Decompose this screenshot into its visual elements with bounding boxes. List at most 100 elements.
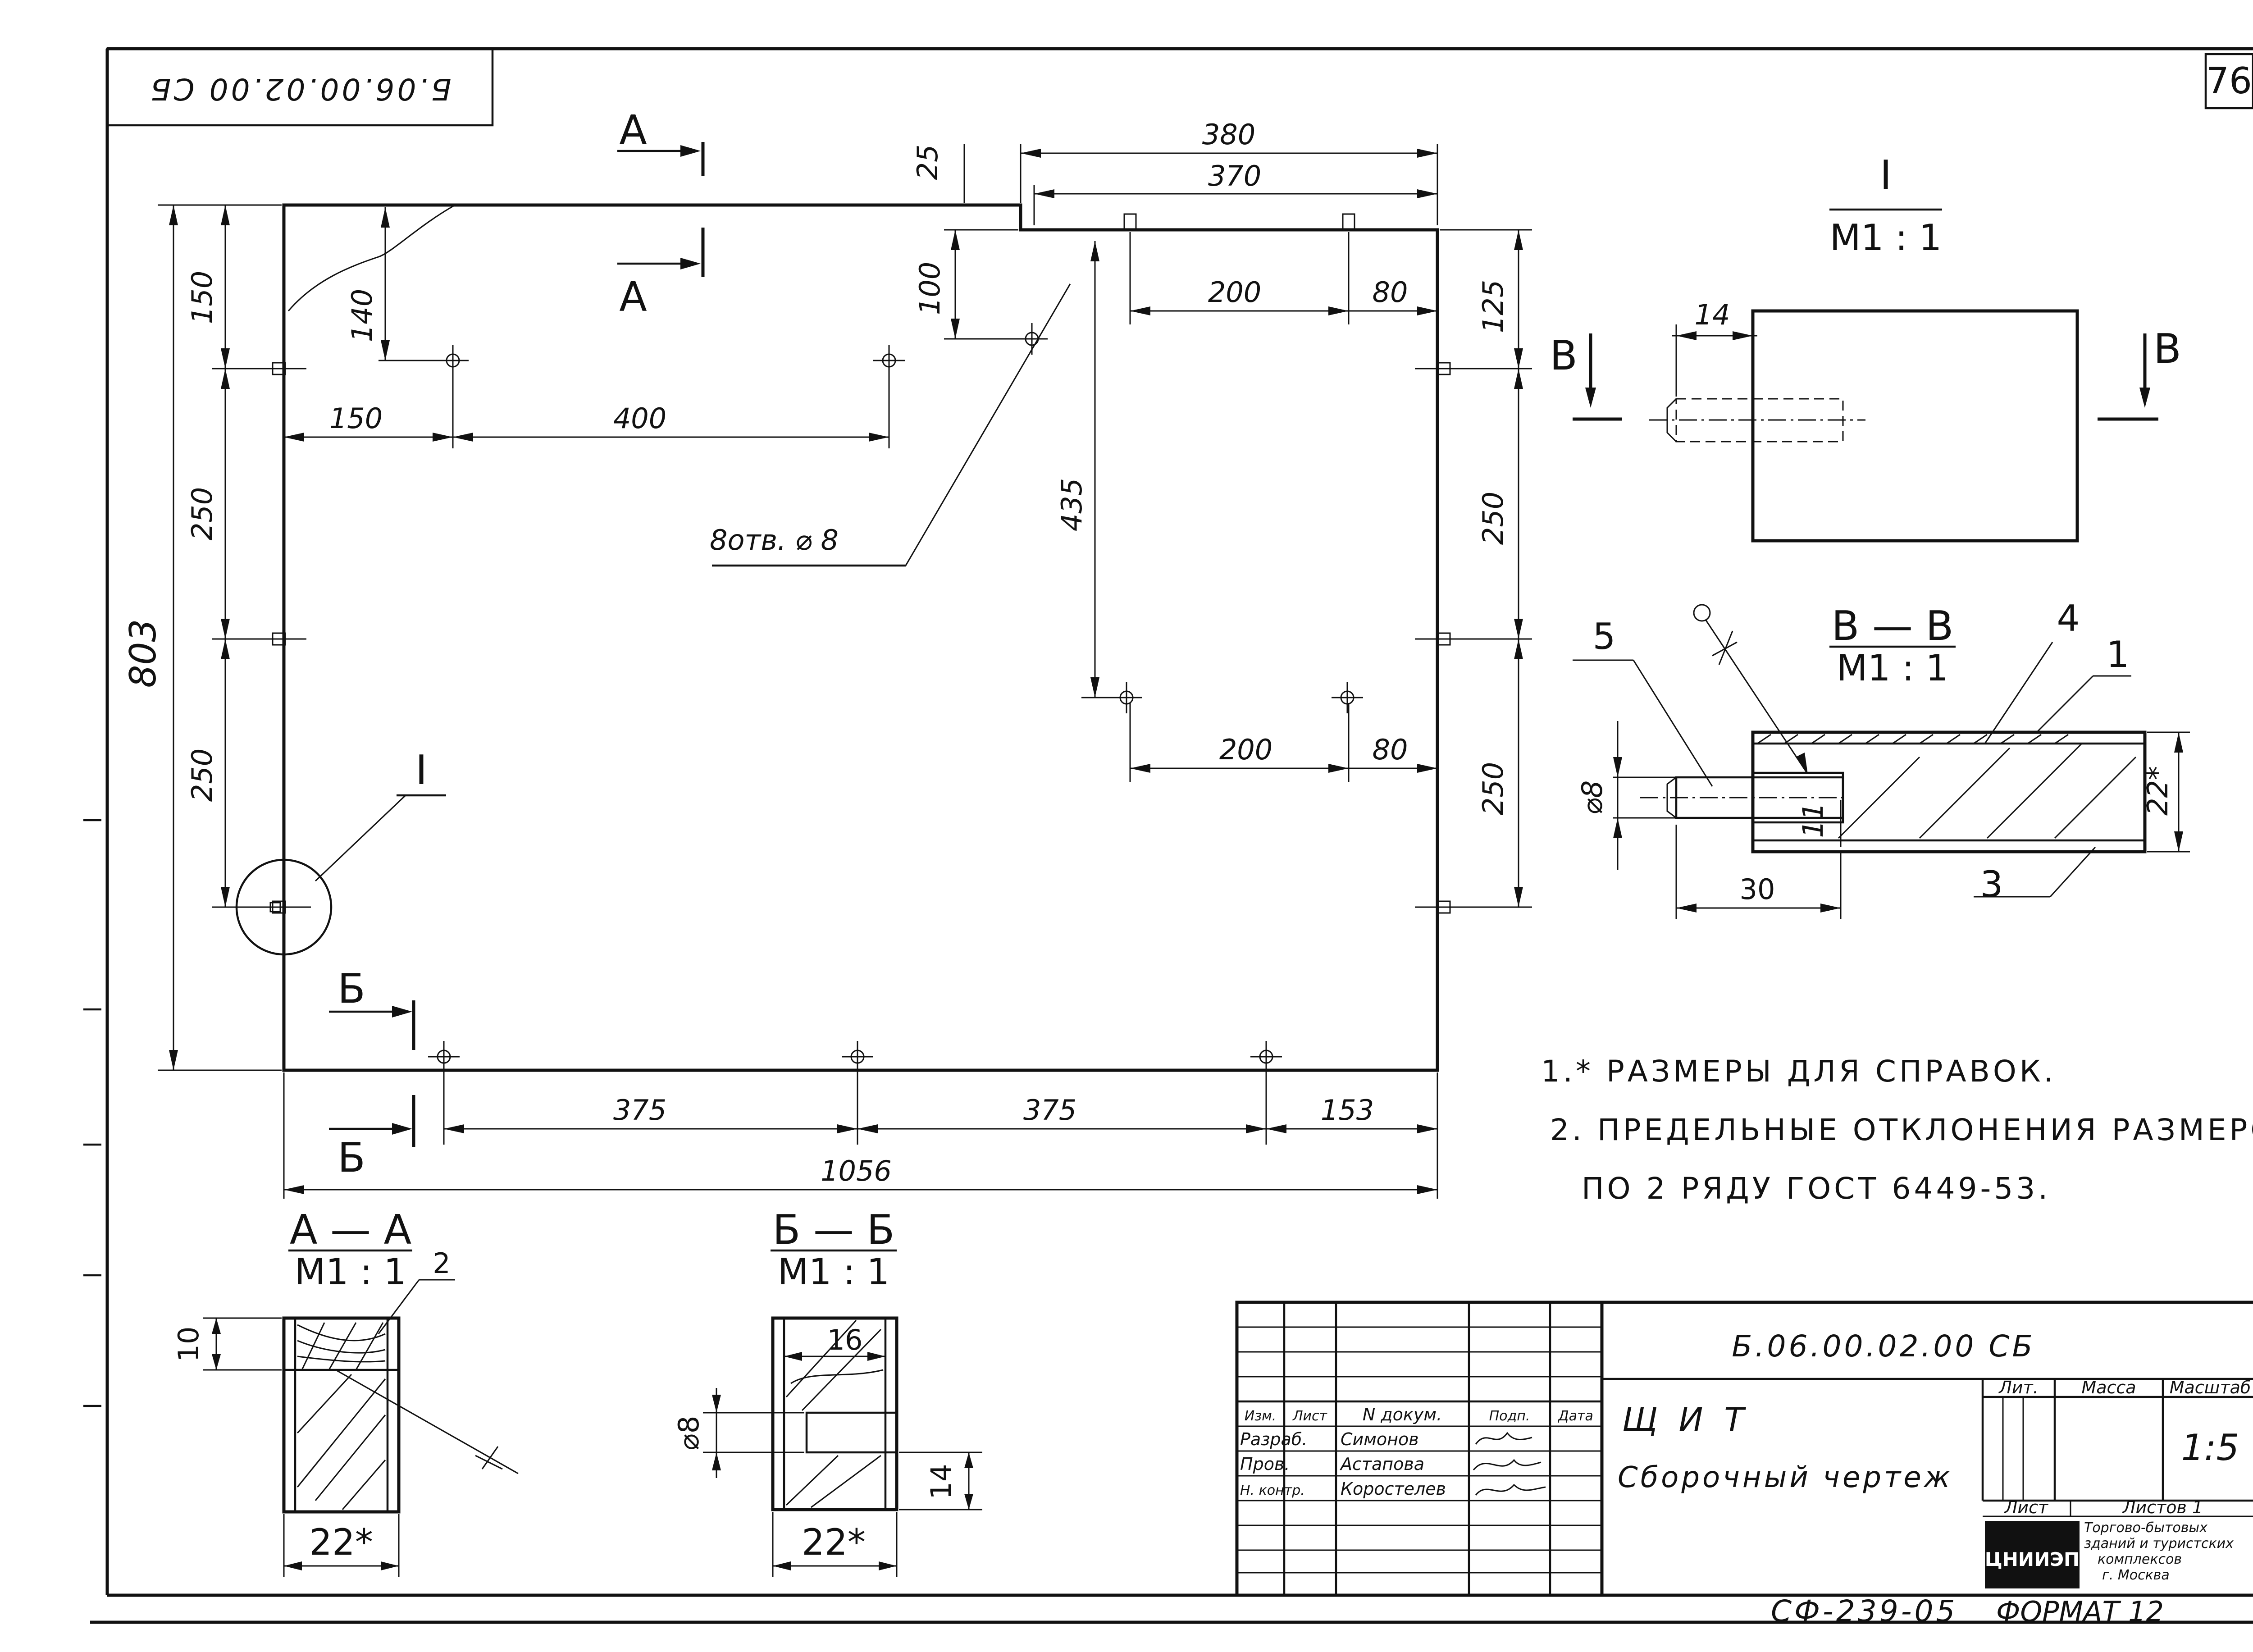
section-A-top: А <box>619 107 647 154</box>
dim-125: 125 <box>1477 280 1510 333</box>
tb-name-2: Астапова <box>1339 1454 1424 1474</box>
dim-250-right-1: 250 <box>1477 492 1510 545</box>
tb-role-razrab: Разраб. <box>1240 1429 1307 1449</box>
section-VV-scale: М1 : 1 <box>1837 647 1949 689</box>
detail-I-scale: М1 : 1 <box>1830 217 1942 259</box>
callout-3: 3 <box>1980 863 2003 905</box>
tb-name-1: Симонов <box>1341 1429 1419 1449</box>
note-1: 1.* РАЗМЕРЫ ДЛЯ СПРАВОК. <box>1541 1054 2057 1089</box>
section-VV-title: В — В <box>1832 602 1954 650</box>
section-VV-dim-30: 30 <box>1740 873 1775 906</box>
tb-doc-code: Б.06.00.02.00 СБ <box>1732 1329 2035 1364</box>
section-V-left: В <box>1550 332 1578 379</box>
tb-scale-label: Масштаб <box>2170 1378 2251 1397</box>
section-AA-callout-2: 2 <box>433 1247 450 1280</box>
tb-role-n-kontr: Н. контр. <box>1240 1483 1305 1498</box>
page-number-box: 76 <box>2204 53 2253 110</box>
dim-250-left-2: 250 <box>186 748 219 802</box>
section-BB-dim-22: 22* <box>802 1521 866 1563</box>
section-B-bottom: Б <box>337 1134 365 1182</box>
dim-140: 140 <box>346 289 379 342</box>
section-VV-dim-d8: ⌀8 <box>1576 780 1609 815</box>
board-outline <box>282 203 1439 1072</box>
top-dimensions: 380 370 25 100 200 80 <box>911 118 1438 698</box>
tb-org-line-3: комплексов <box>2098 1552 2182 1567</box>
signatures <box>1473 1432 1546 1496</box>
dim-80-bottom: 80 <box>1373 733 1408 766</box>
tb-title-line-1: Щ И Т <box>1622 1401 1749 1438</box>
tb-header-podp: Подп. <box>1489 1408 1530 1424</box>
dim-400: 400 <box>613 402 666 435</box>
tb-org-line-2: зданий и туристских <box>2084 1536 2234 1552</box>
note-2-cont: ПО 2 РЯДУ ГОСТ 6449-53. <box>1582 1171 2051 1206</box>
hole-callout: 8отв. ⌀ 8 <box>710 524 839 557</box>
dim-150-horizontal: 150 <box>329 402 383 435</box>
dim-435: 435 <box>1055 478 1088 531</box>
dim-380: 380 <box>1202 118 1255 151</box>
detail-I-dim-14: 14 <box>1695 298 1730 331</box>
org-logo-text: ЦНИИЭП <box>1985 1548 2080 1570</box>
edge-mark <box>1342 213 1355 231</box>
tb-org-line-4: г. Москва <box>2102 1567 2170 1583</box>
dim-370: 370 <box>1208 160 1261 192</box>
tb-org-line-1: Торгово-бытовых <box>2084 1520 2207 1536</box>
tb-sheet-label: Лист <box>2004 1497 2049 1517</box>
tb-header-n-dokum: N докум. <box>1363 1405 1442 1424</box>
right-dimensions: 125 250 250 200 80 <box>1129 229 1532 907</box>
section-AA-scale: М1 : 1 <box>295 1251 407 1293</box>
section-BB-view: Б — Б М1 : 1 16 ⌀8 14 22* <box>672 1206 982 1577</box>
tb-header-izm: Изм. <box>1245 1408 1277 1424</box>
callout-1: 1 <box>2107 634 2130 675</box>
dim-375-1: 375 <box>613 1094 666 1127</box>
tb-name-3: Коростелев <box>1341 1479 1446 1499</box>
detail-I-title: I <box>1880 152 1892 199</box>
section-V-right: В <box>2153 325 2181 373</box>
note-2: 2. ПРЕДЕЛЬНЫЕ ОТКЛОНЕНИЯ РАЗМЕРОВ <box>1550 1113 2253 1147</box>
section-VV-dim-22: 22* <box>2141 766 2174 816</box>
section-AA-title: А — А <box>290 1206 411 1254</box>
dim-100: 100 <box>913 262 946 315</box>
dim-150-left: 150 <box>186 271 219 324</box>
dim-80-top: 80 <box>1373 276 1408 309</box>
dim-25: 25 <box>911 145 944 180</box>
dim-200-top: 200 <box>1208 276 1261 309</box>
dim-250-left-1: 250 <box>186 487 219 540</box>
format-label: ФОРМАТ 12 <box>1996 1595 2164 1628</box>
page-number: 76 <box>2206 60 2252 102</box>
detail-I-circle <box>235 858 333 956</box>
tb-header-data: Дата <box>1557 1408 1593 1424</box>
tb-role-prov: Пров. <box>1240 1454 1290 1474</box>
section-AA-dim-10: 10 <box>172 1327 205 1362</box>
edge-mark <box>1123 213 1137 231</box>
title-block: Изм. Лист N докум. Подп. Дата Разраб. Пр… <box>1235 1301 2253 1597</box>
dim-803: 803 <box>122 619 164 688</box>
dim-250-right-2: 250 <box>1477 762 1510 815</box>
section-AA-dim-22: 22* <box>309 1521 373 1563</box>
detail-I-label: I <box>415 747 428 794</box>
org-logo: ЦНИИЭП <box>1985 1521 2080 1588</box>
section-BB-scale: М1 : 1 <box>778 1251 890 1293</box>
section-A-bottom: А <box>619 274 647 321</box>
bottom-dimensions: 375 375 153 1056 <box>283 1072 1438 1199</box>
rotated-stamp: Б.06.00.02.00 СБ <box>106 47 494 127</box>
main-view: I 8отв. ⌀ 8 А А Б Б 380 <box>122 107 1532 1199</box>
callout-4: 4 <box>2057 598 2080 639</box>
dim-1056: 1056 <box>821 1155 892 1187</box>
section-VV-view: В — В М1 : 1 5 4 <box>1573 598 2190 919</box>
dim-375-2: 375 <box>1023 1094 1076 1127</box>
section-BB-dim-d8: ⌀8 <box>672 1416 705 1451</box>
section-AA-view: А — А М1 : 1 2 10 22* <box>172 1206 519 1577</box>
tb-scale-value: 1:5 <box>2181 1427 2239 1469</box>
section-BB-title: Б — Б <box>773 1206 895 1254</box>
section-BB-dim-16: 16 <box>827 1323 863 1356</box>
section-BB-dim-14: 14 <box>925 1464 958 1500</box>
detail-I-view: I М1 : 1 14 В В <box>1550 152 2181 543</box>
wood-grain <box>287 204 456 311</box>
tb-lit-label: Лит. <box>1998 1378 2039 1397</box>
section-VV-dim-11: 11 <box>1797 803 1829 838</box>
section-B-top: Б <box>337 965 365 1013</box>
tb-mass-label: Масса <box>2081 1378 2136 1397</box>
notes: 1.* РАЗМЕРЫ ДЛЯ СПРАВОК. 2. ПРЕДЕЛЬНЫЕ О… <box>1541 1054 2253 1206</box>
